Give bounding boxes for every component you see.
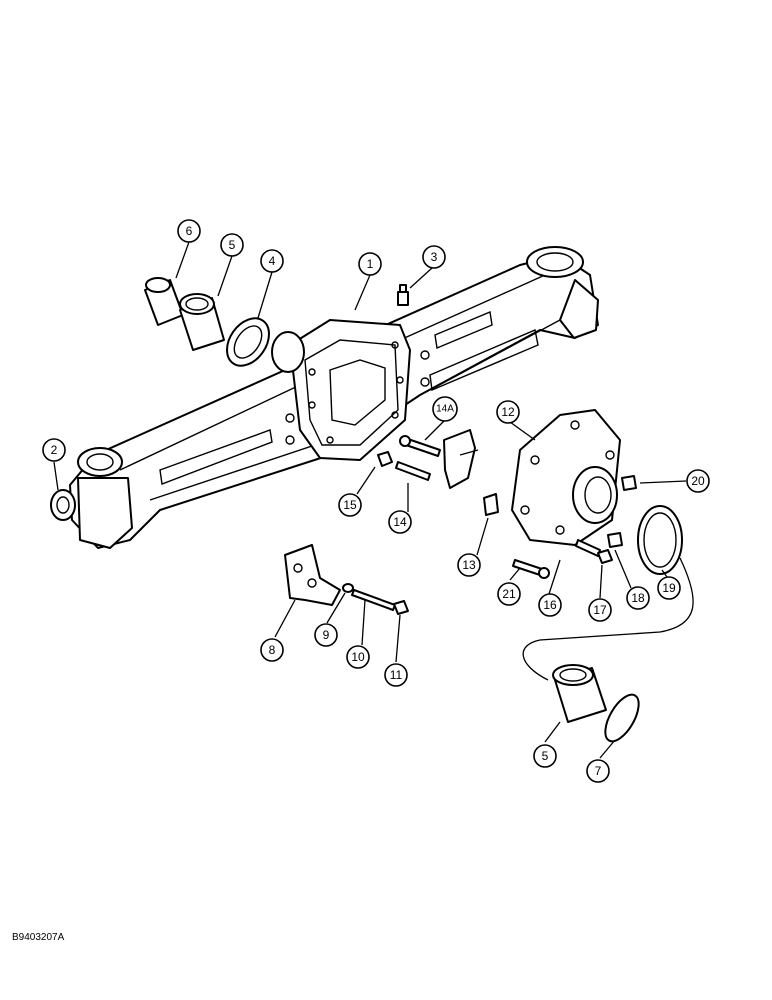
bushing-part-5-upper	[179, 293, 225, 351]
callout-16: 16	[538, 593, 562, 617]
stud-part-16	[575, 539, 601, 557]
svg-text:9: 9	[323, 628, 330, 642]
dowel-part-13	[483, 493, 499, 516]
cap-part-13-block	[443, 429, 476, 489]
callout-2: 2	[42, 438, 66, 462]
rod-part-10	[351, 589, 396, 611]
callout-17: 17	[588, 598, 612, 622]
callout-3: 3	[422, 245, 446, 269]
grease-fitting-part-3	[397, 284, 409, 306]
svg-text:11: 11	[390, 668, 403, 682]
svg-text:8: 8	[269, 643, 276, 657]
washer-part-9	[342, 583, 354, 593]
bushing-part-6	[144, 277, 184, 326]
svg-text:5: 5	[229, 238, 236, 252]
svg-text:14: 14	[393, 515, 407, 529]
callout-18: 18	[626, 586, 650, 610]
svg-text:7: 7	[595, 764, 602, 778]
svg-text:3: 3	[431, 250, 438, 264]
axle-housing	[50, 246, 599, 549]
svg-text:15: 15	[343, 498, 357, 512]
bushing-part-5-lower	[552, 664, 607, 723]
svg-text:20: 20	[691, 474, 705, 488]
svg-text:1: 1	[367, 257, 374, 271]
plug-part-20	[621, 475, 637, 491]
callout-20: 20	[686, 469, 710, 493]
svg-text:16: 16	[543, 598, 557, 612]
stud-part-14	[395, 461, 431, 481]
bolt-part-14a	[399, 435, 441, 457]
ring-part-4	[226, 317, 270, 367]
plug-part-18	[607, 532, 623, 548]
callout-19: 19	[657, 576, 681, 600]
callout-10: 10	[346, 645, 370, 669]
nut-part-11	[393, 600, 409, 615]
figure-id-label: B9403207A	[12, 932, 65, 943]
nut-part-17	[597, 549, 613, 564]
svg-text:13: 13	[462, 558, 476, 572]
svg-text:5: 5	[542, 749, 549, 763]
callout-11: 11	[384, 663, 408, 687]
callout-1: 1	[358, 252, 382, 276]
callout-13: 13	[457, 553, 481, 577]
svg-text:19: 19	[662, 581, 676, 595]
seal-ring-part-19	[637, 505, 683, 575]
nut-part-15	[377, 451, 393, 467]
callout-6: 6	[177, 219, 201, 243]
svg-text:10: 10	[351, 650, 365, 664]
svg-text:12: 12	[501, 405, 515, 419]
callout-14: 14	[388, 510, 412, 534]
svg-text:17: 17	[593, 603, 607, 617]
callout-21: 21	[497, 582, 521, 606]
callout-14a: 14A	[432, 396, 458, 422]
leader-lines	[53, 241, 694, 759]
bracket-part-8	[284, 544, 341, 606]
svg-text:18: 18	[631, 591, 645, 605]
callout-12: 12	[496, 400, 520, 424]
o-ring-part-7	[604, 693, 640, 743]
svg-text:21: 21	[502, 587, 516, 601]
svg-text:4: 4	[269, 254, 276, 268]
svg-text:2: 2	[51, 443, 58, 457]
callout-7: 7	[586, 759, 610, 783]
svg-text:14A: 14A	[436, 404, 454, 415]
callout-5-lower: 5	[533, 744, 557, 768]
callout-15: 15	[338, 493, 362, 517]
end-housing-part-12	[511, 409, 621, 546]
callout-4: 4	[260, 249, 284, 273]
callout-9: 9	[314, 623, 338, 647]
callout-5-upper: 5	[220, 233, 244, 257]
callout-8: 8	[260, 638, 284, 662]
svg-text:6: 6	[186, 224, 193, 238]
bolt-part-21	[512, 559, 550, 579]
